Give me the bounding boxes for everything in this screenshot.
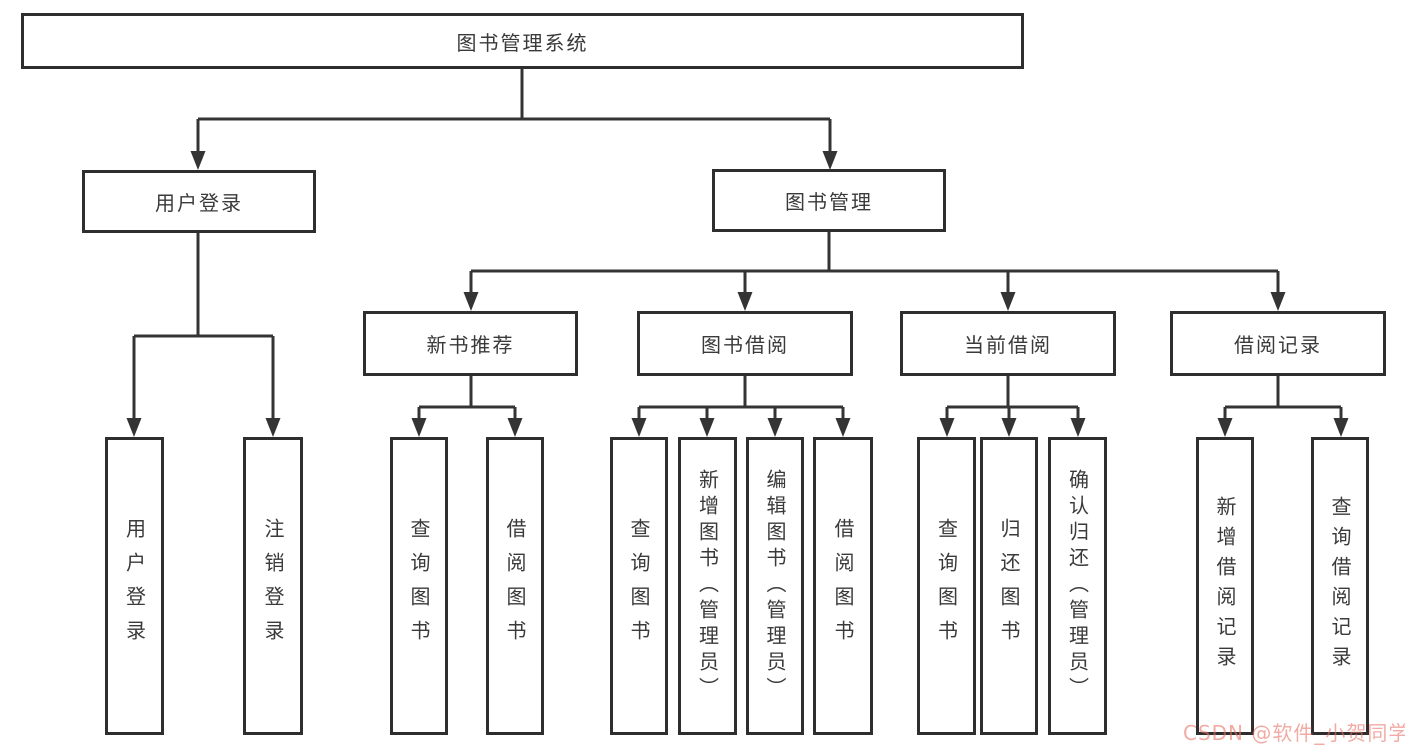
leaf-query-books-borrow: 查询图书 [610,437,668,735]
node-label: 用户登录 [155,191,243,215]
leaf-user-login: 用户登录 [105,437,164,735]
node-user-login: 用户登录 [82,170,316,233]
leaf-label: 借阅图书 [503,518,527,654]
node-label: 图书借阅 [701,333,789,357]
leaf-label: 归还图书 [997,518,1021,654]
leaf-label: 查询借阅记录 [1328,496,1352,676]
node-current-borrowing: 当前借阅 [900,311,1116,376]
leaf-query-books-recommend: 查询图书 [390,437,448,735]
node-label: 新书推荐 [426,333,515,357]
leaf-return-books: 归还图书 [980,437,1038,735]
node-label: 当前借阅 [964,333,1052,357]
leaf-label: 用户登录 [122,518,147,654]
leaf-borrow-books-recommend: 借阅图书 [486,437,544,735]
node-root: 图书管理系统 [21,13,1024,69]
leaf-query-books-current: 查询图书 [917,437,976,735]
leaf-label: 借阅图书 [831,518,855,654]
leaf-label: 注销登录 [261,518,285,654]
leaf-label: 新增借阅记录 [1213,496,1237,676]
leaf-add-borrow-record: 新增借阅记录 [1196,437,1254,735]
leaf-logout: 注销登录 [243,437,303,735]
node-label: 图书管理系统 [456,30,589,55]
leaf-add-book-admin: 新增图书（管理员） [678,437,737,735]
leaf-query-borrow-record: 查询借阅记录 [1311,437,1369,735]
node-label: 借阅记录 [1234,333,1322,357]
leaf-borrow-books: 借阅图书 [813,437,873,735]
leaf-label: 查询图书 [627,518,651,654]
leaf-label: 查询图书 [407,518,431,654]
node-label: 图书管理 [785,190,873,214]
node-new-book-recommendation: 新书推荐 [363,311,578,376]
leaf-label: 编辑图书（管理员） [763,469,787,703]
node-book-management: 图书管理 [712,169,946,232]
leaf-edit-book-admin: 编辑图书（管理员） [746,437,804,735]
node-book-borrowing: 图书借阅 [637,311,853,376]
leaf-label: 确认归还（管理员） [1065,469,1090,703]
node-borrowing-records: 借阅记录 [1170,311,1386,376]
leaf-confirm-return-admin: 确认归还（管理员） [1048,437,1107,735]
leaf-label: 新增图书（管理员） [695,469,720,703]
leaf-label: 查询图书 [934,518,959,654]
csdn-watermark: CSDN @软件_小贺同学 [1183,721,1405,745]
